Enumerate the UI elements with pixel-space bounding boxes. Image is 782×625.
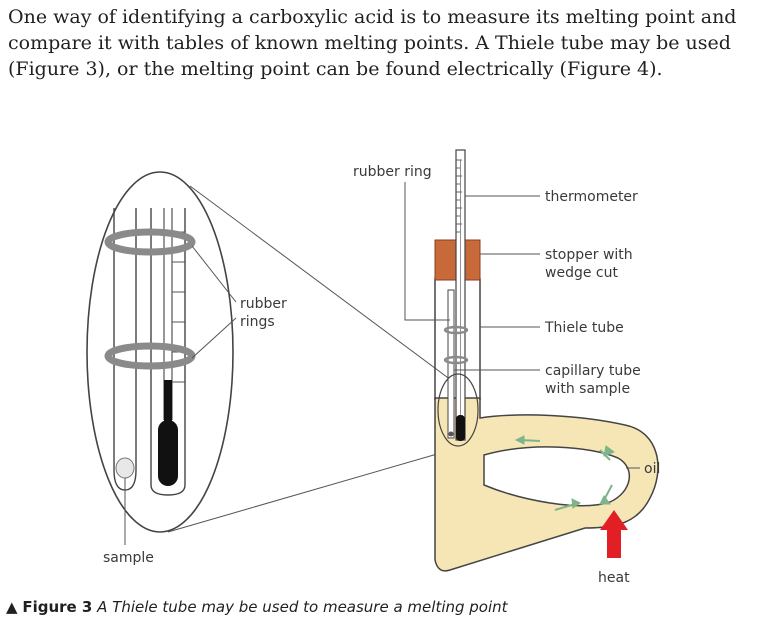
thiele-tube-label: Thiele tube <box>544 320 624 336</box>
sample-label: sample <box>103 550 154 566</box>
rubber-rings-magnified <box>104 228 196 370</box>
thiele-tube-diagram: rubber rings sample <box>86 149 660 586</box>
stopper-label-2: wedge cut <box>545 265 618 281</box>
oil-label: oil <box>644 461 660 477</box>
capillary-label-1: capillary tube <box>545 363 641 379</box>
oil-flow-arrows <box>514 435 616 511</box>
capillary-label-2: with sample <box>545 381 630 397</box>
figure-caption: ▲ Figure 3 A Thiele tube may be used to … <box>6 598 776 616</box>
caption-figure-number: Figure 3 <box>22 598 93 616</box>
intro-paragraph: One way of identifying a carboxylic acid… <box>8 6 737 80</box>
rubber-rings-label-2: rings <box>240 314 275 330</box>
thermometer-magnified <box>150 208 186 496</box>
caption-text: A Thiele tube may be used to measure a m… <box>97 598 508 616</box>
heat-label: heat <box>598 570 630 586</box>
caption-marker: ▲ <box>6 598 18 616</box>
rubber-rings-label-1: rubber <box>240 296 287 312</box>
thiele-tube-apparatus <box>434 149 659 572</box>
heat-arrow <box>600 510 628 558</box>
side-arm-hole <box>483 446 631 507</box>
rubber-ring-label: rubber ring <box>353 164 432 180</box>
thermometer <box>455 149 466 441</box>
magnified-view: rubber rings sample <box>86 171 452 566</box>
thermometer-label: thermometer <box>545 189 638 205</box>
stopper-label-1: stopper with <box>545 247 633 263</box>
apparatus-labels: rubber ring thermometer stopper with wed… <box>353 164 660 586</box>
